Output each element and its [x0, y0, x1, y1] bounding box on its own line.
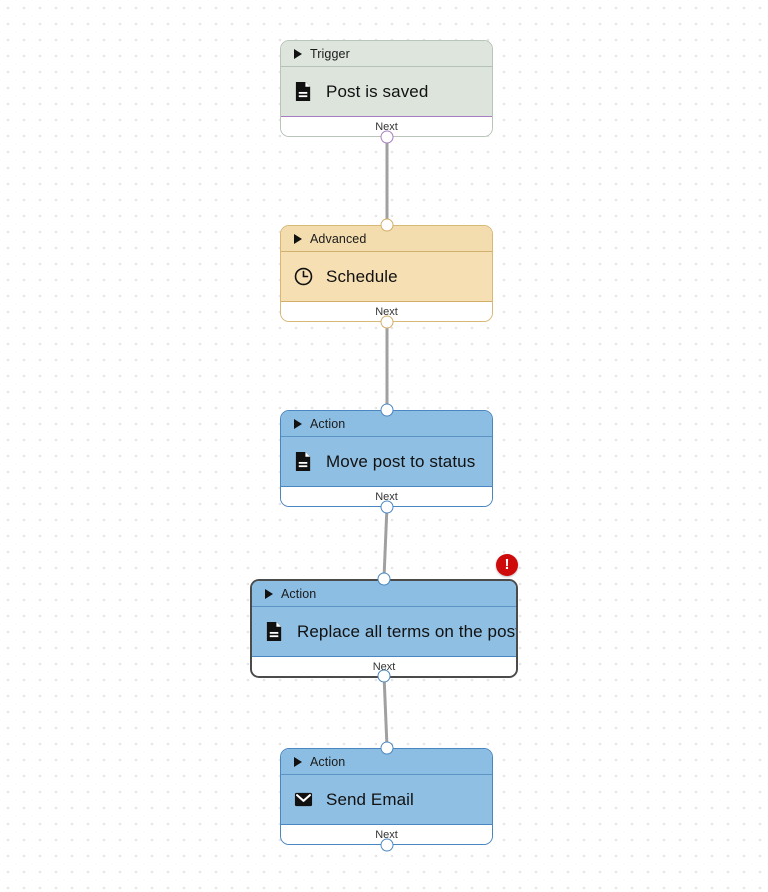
caret-right-icon[interactable] [294, 756, 302, 767]
edge-replace-terms-to-send-email[interactable] [382, 673, 389, 749]
document-icon [295, 82, 311, 101]
node-divider [281, 774, 492, 775]
caret-right-icon[interactable] [294, 233, 302, 244]
node-header-label: Advanced [310, 231, 367, 246]
envelope-icon [294, 792, 313, 807]
node-footer-label: Next [375, 120, 398, 133]
node-title: Post is saved [326, 81, 429, 101]
node-header-label: Action [310, 754, 346, 769]
node-body[interactable]: Send Email [281, 775, 492, 824]
port-out-move-post[interactable] [380, 500, 394, 514]
port-out-advanced[interactable] [380, 315, 394, 329]
node-header-label: Trigger [310, 46, 350, 61]
node-footer-next[interactable]: Next [281, 486, 492, 506]
node-divider [281, 436, 492, 437]
node-footer-label: Next [372, 660, 396, 673]
node-title: Schedule [326, 266, 398, 286]
caret-right-icon[interactable] [294, 418, 302, 429]
node-footer-label: Next [375, 305, 398, 318]
port-in-replace-terms[interactable] [377, 572, 391, 586]
node-footer-label: Next [375, 490, 398, 503]
node-footer-next[interactable]: Next [281, 116, 492, 136]
node-body[interactable]: Replace all terms on the post [252, 607, 516, 656]
node-title: Replace all terms on the post [297, 621, 518, 641]
node-footer-next[interactable]: Next [281, 301, 492, 321]
node-footer-label: Next [375, 828, 398, 841]
node-body[interactable]: Schedule [281, 252, 492, 301]
node-divider [281, 66, 492, 67]
node-divider [281, 251, 492, 252]
node-divider [252, 606, 516, 607]
node-body[interactable]: Post is saved [281, 67, 492, 116]
error-badge-symbol: ! [504, 556, 510, 573]
caret-right-icon[interactable] [294, 48, 302, 59]
node-header[interactable]: Trigger [281, 41, 492, 66]
clock-icon [294, 267, 313, 286]
port-in-advanced[interactable] [380, 218, 394, 232]
port-out-send-email[interactable] [380, 838, 394, 852]
node-header-label: Action [281, 586, 317, 601]
node-body[interactable]: Move post to status [281, 437, 492, 486]
node-footer-next[interactable]: Next [252, 656, 516, 676]
edge-move-post-to-replace-terms[interactable] [382, 504, 389, 580]
node-title: Send Email [326, 789, 414, 809]
port-out-replace-terms[interactable] [377, 669, 391, 683]
port-in-move-post[interactable] [380, 403, 394, 417]
document-icon [266, 622, 282, 641]
node-header-label: Action [310, 416, 346, 431]
port-out-trigger[interactable] [380, 130, 394, 144]
port-in-send-email[interactable] [380, 741, 394, 755]
caret-right-icon[interactable] [265, 588, 273, 599]
document-icon [295, 452, 311, 471]
error-badge-icon[interactable]: ! [496, 554, 518, 576]
node-title: Move post to status [326, 451, 476, 471]
node-footer-next[interactable]: Next [281, 824, 492, 844]
